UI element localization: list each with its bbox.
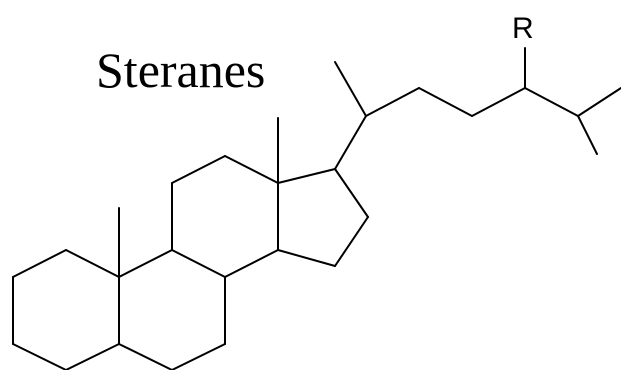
bond <box>277 168 336 184</box>
bond <box>65 343 120 370</box>
side-chain <box>334 47 621 170</box>
bond <box>524 87 579 117</box>
bond <box>418 87 473 117</box>
bond <box>171 155 226 184</box>
bond <box>277 249 336 267</box>
r-substituent-label: R <box>512 12 534 45</box>
bond <box>334 115 367 170</box>
bond <box>171 343 226 370</box>
ring-c <box>171 155 279 278</box>
bond <box>118 249 173 278</box>
angular-methyls <box>118 117 279 278</box>
bond <box>577 115 598 155</box>
bond <box>224 249 279 278</box>
bond <box>365 87 420 117</box>
bond <box>12 249 67 278</box>
bond <box>12 343 67 370</box>
bond <box>334 168 369 218</box>
diagram-title: Steranes <box>96 42 266 98</box>
bond <box>334 216 369 267</box>
ring-a <box>12 249 120 370</box>
bond <box>471 87 526 117</box>
bond <box>118 343 173 370</box>
bond <box>224 155 279 184</box>
bond <box>65 249 120 278</box>
bond <box>577 87 621 117</box>
ring-b <box>118 249 226 370</box>
bond <box>334 61 367 117</box>
ring-d <box>277 168 369 267</box>
bond <box>171 249 226 278</box>
